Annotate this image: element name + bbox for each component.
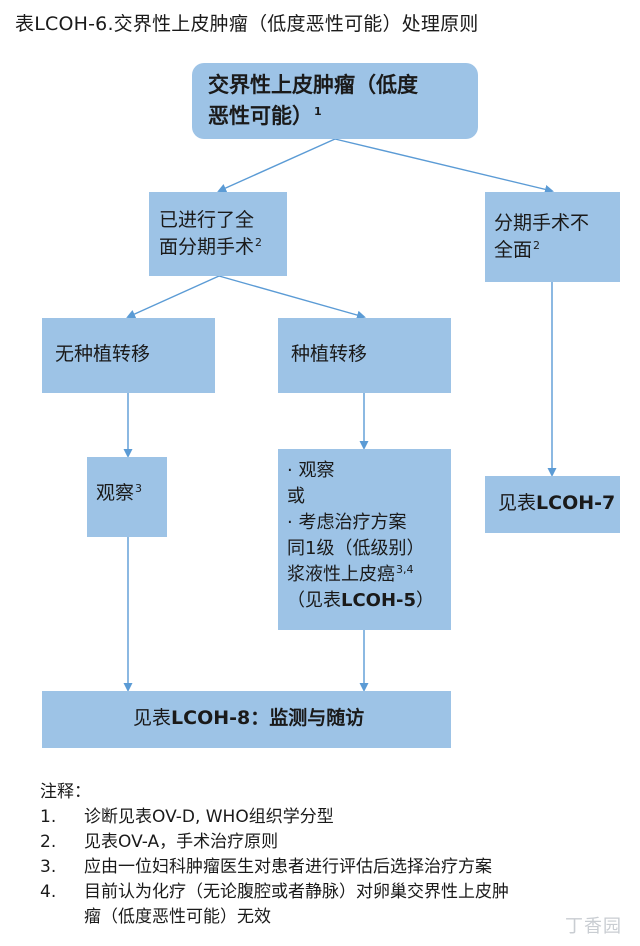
note-text-line1: 目前认为化疗（无论腹腔或者静脉）对卵巢交界性上皮肿 (84, 882, 509, 902)
node-staged-footnote: 2 (255, 235, 263, 249)
node-implant-management: · 观察 或 · 考虑治疗方案 同1级（低级别） 浆液性上皮癌3,4 （见表LC… (278, 449, 451, 630)
mgmt-footnote: 3,4 (396, 563, 414, 576)
note-number: 4. (40, 882, 57, 902)
note-item: 1. 诊断见表OV-D, WHO组织学分型 (40, 805, 630, 830)
watermark-logo: 丁香园 (565, 916, 622, 937)
lcoh8-ref: LCOH-8：监测与随访 (171, 707, 365, 729)
arrow-staged-to-implant (218, 275, 366, 320)
node-no-implant-label: 无种植转移 (55, 343, 151, 365)
node-root-footnote: 1 (314, 105, 322, 118)
lcoh7-pre: 见表 (498, 492, 537, 514)
note-text: 见表OV-A，手术治疗原则 (84, 832, 279, 852)
node-root-line1: 交界性上皮肿瘤（低度 (208, 73, 418, 97)
node-unstaged: 分期手术不 全面2 (485, 192, 620, 282)
node-unstaged-line1: 分期手术不 (494, 212, 590, 234)
mgmt-line-consider: · 考虑治疗方案 (287, 512, 407, 533)
mgmt-ref-pre: （见表 (287, 590, 341, 611)
lcoh7-ref: LCOH-7 (536, 492, 616, 514)
node-root: 交界性上皮肿瘤（低度 恶性可能）1 (192, 63, 478, 139)
note-number: 3. (40, 857, 57, 877)
mgmt-line-same: 同1级（低级别） (287, 538, 425, 559)
note-item: 2. 见表OV-A，手术治疗原则 (40, 830, 630, 855)
note-item: 4. 目前认为化疗（无论腹腔或者静脉）对卵巢交界性上皮肿 瘤（低度恶性可能）无效 (40, 880, 630, 930)
node-unstaged-line2: 全面 (494, 239, 533, 261)
node-unstaged-footnote: 2 (533, 238, 541, 252)
node-see-lcoh8: 见表LCOH-8：监测与随访 (42, 691, 451, 748)
mgmt-line-carcinoma: 浆液性上皮癌 (287, 564, 395, 585)
mgmt-line-or: 或 (287, 486, 305, 507)
note-item: 3. 应由一位妇科肿瘤医生对患者进行评估后选择治疗方案 (40, 855, 630, 880)
node-staged: 已进行了全 面分期手术2 (149, 192, 287, 276)
node-staged-line2: 面分期手术 (159, 236, 255, 258)
arrow-root-to-unstaged (334, 138, 554, 194)
note-number: 2. (40, 832, 57, 852)
note-text: 应由一位妇科肿瘤医生对患者进行评估后选择治疗方案 (84, 857, 492, 877)
notes-heading: 注释： (40, 782, 91, 802)
node-implant: 种植转移 (278, 318, 451, 393)
mgmt-ref-link: LCOH-5 (341, 590, 417, 611)
lcoh8-pre: 见表 (133, 707, 172, 729)
node-observe: 观察3 (87, 457, 167, 537)
node-see-lcoh7: 见表LCOH-7 (485, 476, 620, 533)
page-title: 表LCOH-6.交界性上皮肿瘤（低度恶性可能）处理原则 (15, 13, 479, 35)
node-no-implant: 无种植转移 (42, 318, 215, 393)
notes-section: 注释： 1. 诊断见表OV-D, WHO组织学分型 2. 见表OV-A，手术治疗… (40, 780, 630, 930)
node-implant-label: 种植转移 (291, 343, 368, 365)
node-observe-label: 观察 (96, 482, 135, 504)
mgmt-line-observe: · 观察 (287, 460, 335, 481)
mgmt-ref-post: ） (416, 590, 435, 611)
note-text-line2: 瘤（低度恶性可能）无效 (84, 907, 271, 927)
node-staged-line1: 已进行了全 (159, 209, 255, 231)
arrow-staged-to-noimplant (126, 275, 220, 319)
arrow-root-to-staged (217, 138, 336, 193)
note-number: 1. (40, 807, 57, 827)
node-observe-footnote: 3 (135, 481, 143, 495)
note-text: 诊断见表OV-D, WHO组织学分型 (84, 807, 334, 827)
node-root-line2: 恶性可能） (208, 104, 313, 128)
